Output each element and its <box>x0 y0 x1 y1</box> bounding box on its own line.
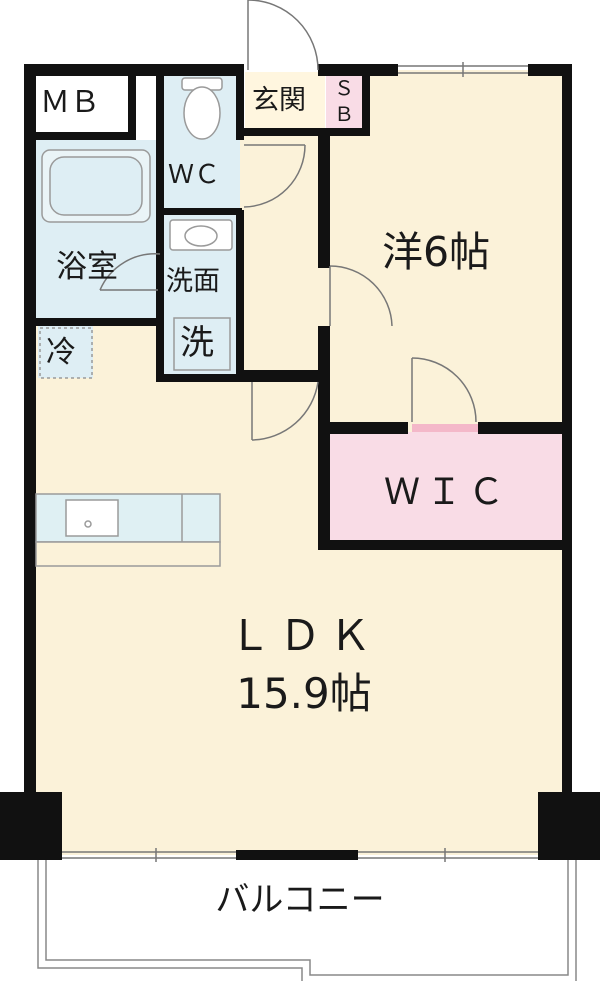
fixtures <box>35 77 233 567</box>
label-sb-bottom: Ｂ <box>334 102 354 126</box>
walls <box>0 64 600 860</box>
toilet-bowl <box>183 86 221 140</box>
label-washroom: 洗面 <box>166 266 220 297</box>
label-wic: ＷＩＣ <box>384 472 511 513</box>
washer-area <box>173 317 231 371</box>
label-ldk-name: ＬＤＫ <box>228 611 380 660</box>
label-western-room: 洋6帖 <box>382 228 491 276</box>
fridge-area <box>39 327 93 379</box>
label-ldk-size: 15.9帖 <box>236 669 372 718</box>
floor-sb <box>326 72 366 130</box>
windows <box>62 62 538 862</box>
doors <box>99 0 477 441</box>
label-entrance: 玄関 <box>252 85 306 116</box>
wic-door-frame <box>412 424 478 432</box>
floor-wic <box>326 432 566 544</box>
mb-box <box>28 76 132 132</box>
floor-entrance <box>245 72 325 132</box>
label-mb: ＭＢ <box>40 85 100 120</box>
label-bath: 浴室 <box>56 249 118 285</box>
kitchen-sink <box>65 499 119 537</box>
label-fridge: 冷 <box>46 335 76 370</box>
label-balcony: バルコニー <box>215 880 385 920</box>
counter-edge <box>35 541 221 567</box>
balcony-outline <box>37 860 577 981</box>
kitchen-counter <box>35 493 221 543</box>
label-wc: ＷＣ <box>168 160 221 190</box>
label-washer: 洗 <box>180 323 214 363</box>
label-sb-top: Ｓ <box>334 76 354 100</box>
